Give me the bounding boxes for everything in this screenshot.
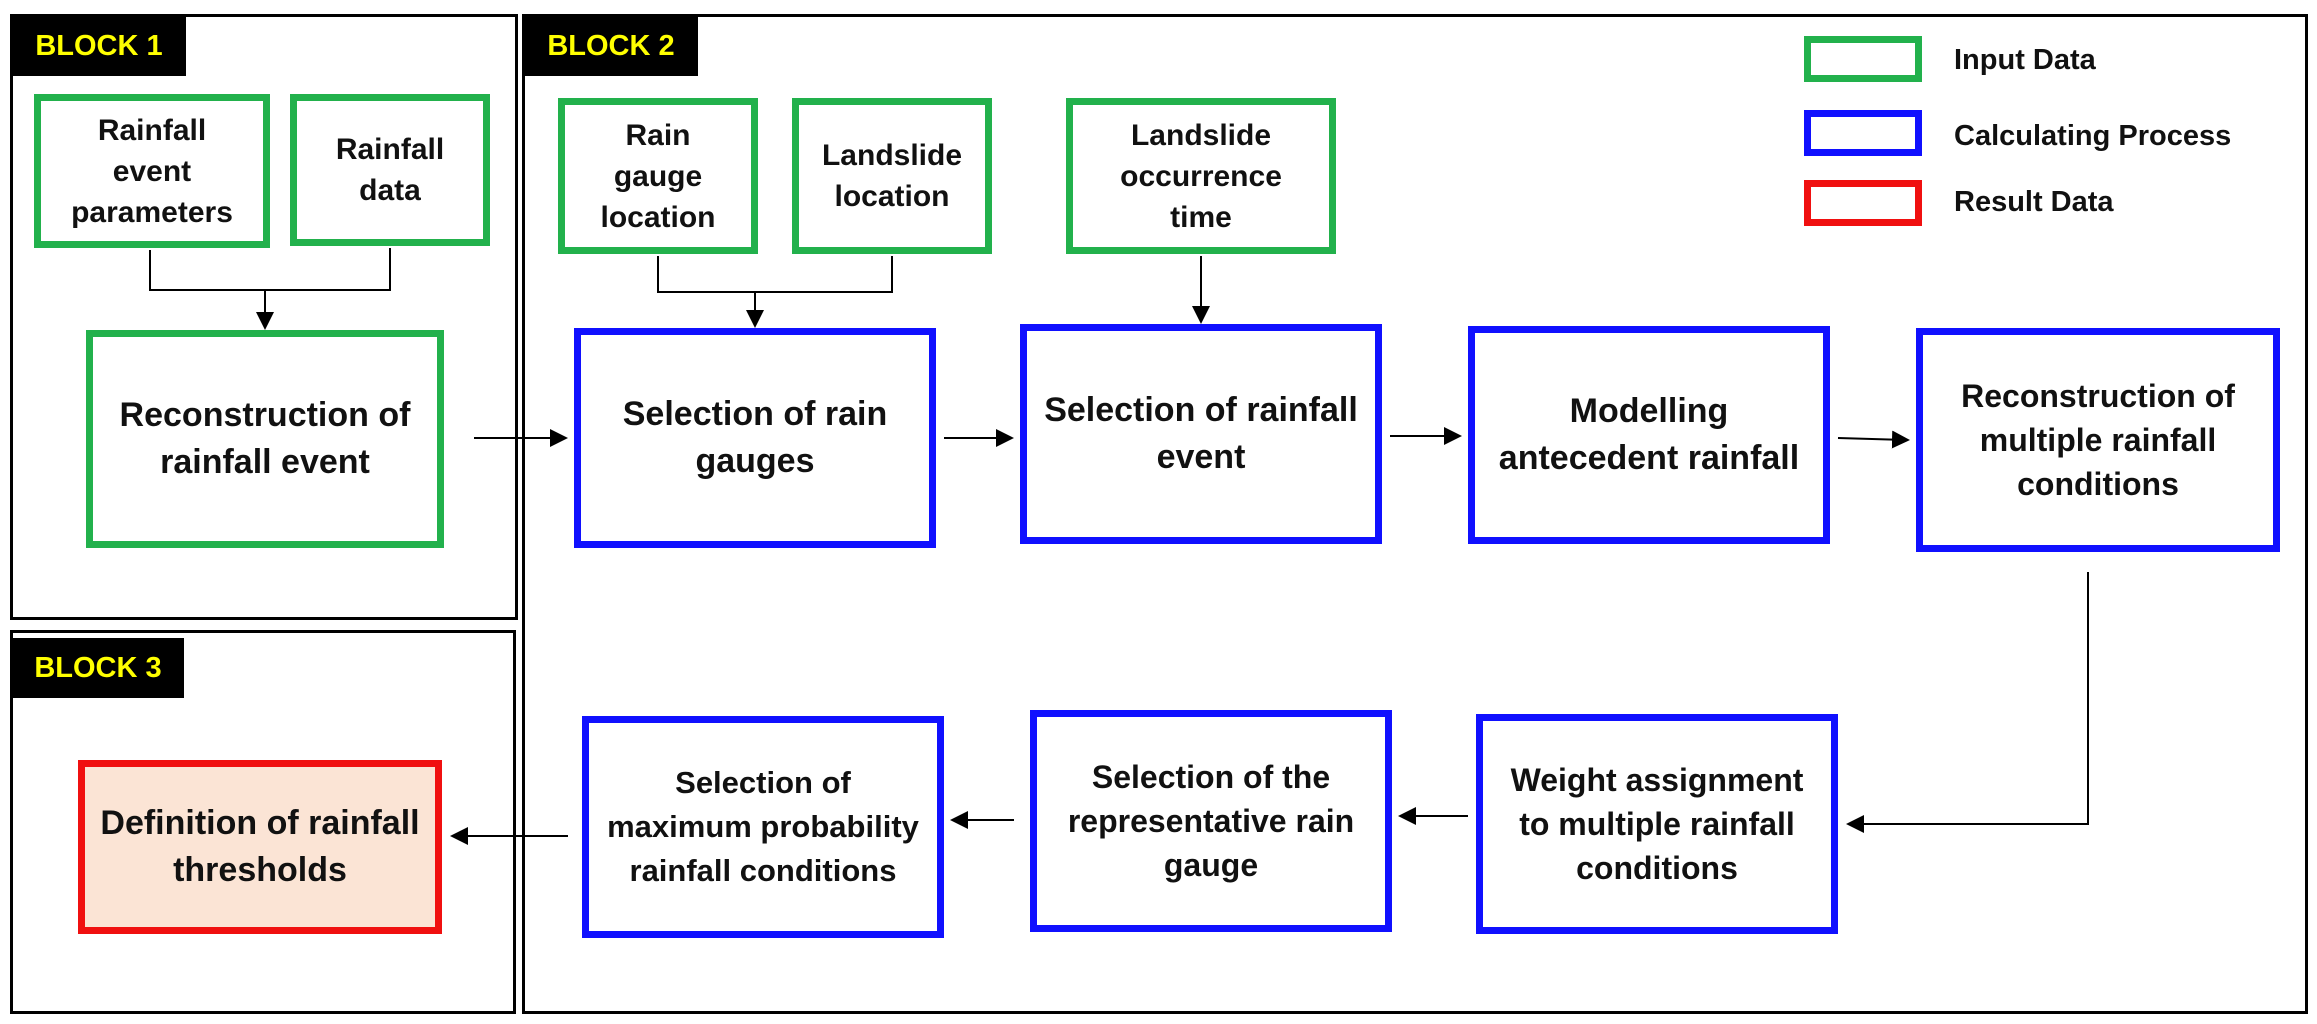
landslide-occurrence-time-box: Landslide occurrence time [1066, 98, 1336, 254]
connector-multiple-to-weight [1846, 572, 2089, 833]
selection-rainfall-event-text: Selection of rainfall event [1044, 391, 1358, 476]
modelling-antecedent-rainfall-box: Modelling antecedent rainfall [1468, 326, 1830, 544]
legend-process-swatch [1804, 110, 1922, 156]
reconstruction-rainfall-event-text: Reconstruction of rainfall event [119, 396, 411, 481]
connector-params-to-reconstruction [149, 250, 265, 291]
reconstruction-multiple-conditions-text: Reconstruction of multiple rainfall cond… [1961, 378, 2235, 502]
arrow-antecedent-to-multiple [1837, 430, 1910, 449]
selection-rain-gauges-box: Selection of rain gauges [574, 328, 936, 548]
rain-gauge-location-text: Rain gauge location [600, 118, 716, 234]
block-2-label: BLOCK 2 [524, 16, 698, 76]
connector-data-to-reconstruction [265, 248, 391, 291]
rain-gauge-location-box: Rain gauge location [558, 98, 758, 254]
legend-input-swatch [1804, 36, 1922, 82]
connector-gauge-location [657, 256, 755, 293]
rainfall-event-parameters-box: Rainfall event parameters [34, 94, 270, 248]
rainfall-data-text: Rainfall data [335, 133, 445, 207]
reconstruction-multiple-conditions-box: Reconstruction of multiple rainfall cond… [1916, 328, 2280, 552]
weight-assignment-text: Weight assignment to multiple rainfall c… [1510, 762, 1804, 886]
rainfall-event-parameters-text: Rainfall event parameters [71, 113, 233, 229]
selection-rain-gauges-text: Selection of rain gauges [622, 395, 888, 480]
block-3-label: BLOCK 3 [12, 638, 184, 698]
legend-result-swatch [1804, 180, 1922, 226]
selection-representative-gauge-box: Selection of the representative rain gau… [1030, 710, 1392, 932]
rainfall-data-box: Rainfall data [290, 94, 490, 246]
selection-max-probability-text: Selection of maximum probability rainfal… [607, 765, 919, 888]
landslide-location-box: Landslide location [792, 98, 992, 254]
definition-thresholds-box: Definition of rainfall thresholds [78, 760, 442, 934]
reconstruction-rainfall-event-box: Reconstruction of rainfall event [86, 330, 444, 548]
selection-max-probability-box: Selection of maximum probability rainfal… [582, 716, 944, 938]
legend-result-label: Result Data [1954, 186, 2114, 218]
definition-thresholds-text: Definition of rainfall thresholds [100, 804, 420, 889]
legend-input-label: Input Data [1954, 44, 2096, 76]
block-1-label: BLOCK 1 [12, 16, 186, 76]
legend-process-label: Calculating Process [1954, 120, 2232, 152]
weight-assignment-box: Weight assignment to multiple rainfall c… [1476, 714, 1838, 934]
landslide-location-text: Landslide location [821, 139, 963, 213]
selection-representative-gauge-text: Selection of the representative rain gau… [1067, 759, 1355, 883]
landslide-occurrence-time-text: Landslide occurrence time [1120, 118, 1282, 234]
selection-rainfall-event-box: Selection of rainfall event [1020, 324, 1382, 544]
connector-landslide-location [755, 256, 893, 293]
modelling-antecedent-rainfall-text: Modelling antecedent rainfall [1498, 392, 1800, 477]
